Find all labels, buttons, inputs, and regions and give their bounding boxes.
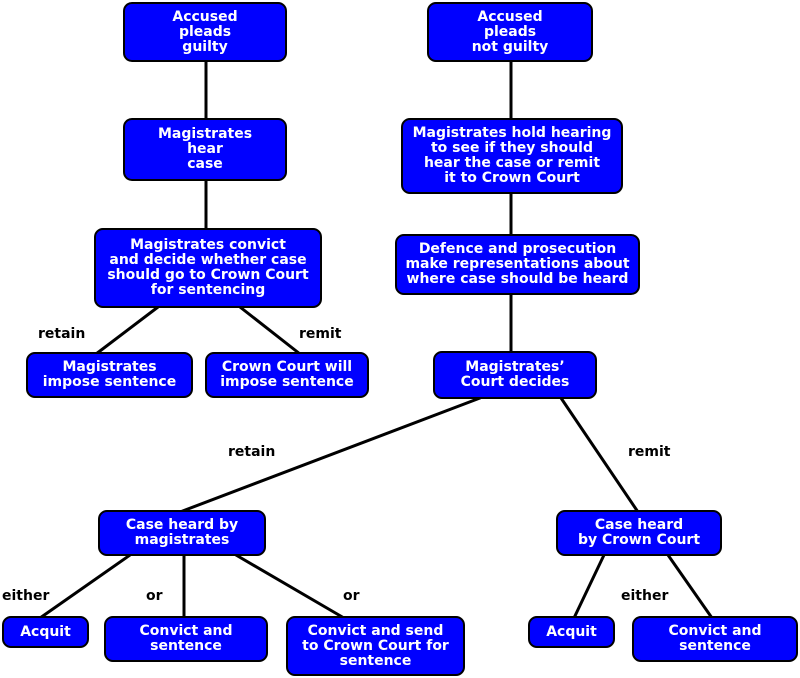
crown-court-impose-sentence-node: Crown Court will impose sentence [205,352,369,398]
case-heard-by-magistrates-node: Case heard by magistrates [98,510,266,556]
defence-prosecution-node: Defence and prosecution make representat… [395,234,640,295]
connector-line [94,305,160,356]
convict-and-sentence-node-magistrates: Convict and sentence [104,616,268,662]
edge-label-retain: retain [38,326,86,342]
magistrates-convict-decide-node: Magistrates convict and decide whether c… [94,228,322,308]
case-heard-by-crown-court-node: Case heard by Crown Court [556,510,722,556]
connector-line [666,553,714,620]
magistrates-hear-case-node: Magistrates hear case [123,118,287,181]
accused-pleads-not-guilty-node: Accused pleads not guilty [427,2,593,62]
edge-label-remit: remit [299,326,342,342]
edge-label-or: or [146,588,163,604]
connector-line [238,305,302,356]
connector-line [559,396,640,514]
edge-label-or: or [343,588,360,604]
connector-line [572,553,606,620]
connector-line [178,396,482,514]
acquit-node-magistrates: Acquit [2,616,89,648]
connector-line [38,553,132,620]
edge-label-either: either [2,588,50,604]
connector-line [234,553,346,620]
magistrates-hold-hearing-node: Magistrates hold hearing to see if they … [401,118,623,194]
edge-label-remit: remit [628,444,671,460]
convict-and-send-to-crown-court-node: Convict and send to Crown Court for sent… [286,616,465,676]
magistrates-impose-sentence-node: Magistrates impose sentence [26,352,193,398]
edge-label-retain: retain [228,444,276,460]
edge-label-either: either [621,588,669,604]
acquit-node-crown-court: Acquit [528,616,615,648]
convict-and-sentence-node-crown-court: Convict and sentence [632,616,798,662]
accused-pleads-guilty-node: Accused pleads guilty [123,2,287,62]
magistrates-court-decides-node: Magistrates’ Court decides [433,351,597,399]
